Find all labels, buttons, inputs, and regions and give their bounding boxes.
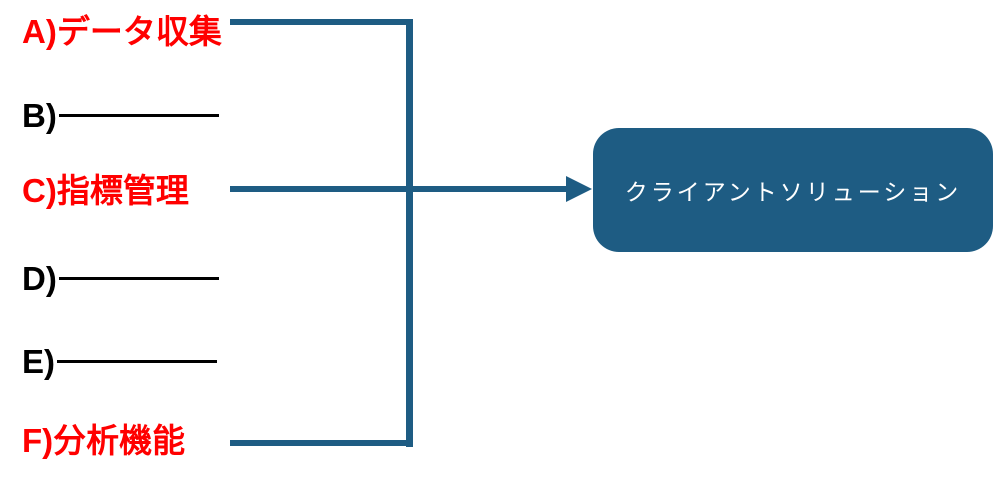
option-label-e: E) [22,342,55,380]
option-label-c: C)指標管理 [22,171,189,209]
option-label-f: F)分析機能 [22,421,186,459]
option-row-c: C)指標管理 [22,170,189,210]
option-row-a: A)データ収集 [22,11,222,51]
option-row-d: D) [22,258,219,298]
target-solution-label: クライアントソリューション [624,179,962,205]
target-solution-box: クライアントソリューション [593,128,993,252]
option-row-e: E) [22,341,217,381]
blank-answer-line-b [58,113,219,117]
option-label-b: B) [22,96,57,134]
option-row-b: B) [22,95,219,135]
connector-line-a [230,19,413,25]
arrow-right-icon [566,176,592,202]
option-label-d: D) [22,259,57,297]
blank-answer-line-d [58,276,219,280]
connector-line-c-to-target [230,186,570,192]
blank-answer-line-e [57,359,217,363]
option-row-f: F)分析機能 [22,420,185,460]
connector-vertical-bus [406,19,413,447]
option-label-a: A)データ収集 [22,12,222,50]
connector-line-f [230,440,413,446]
